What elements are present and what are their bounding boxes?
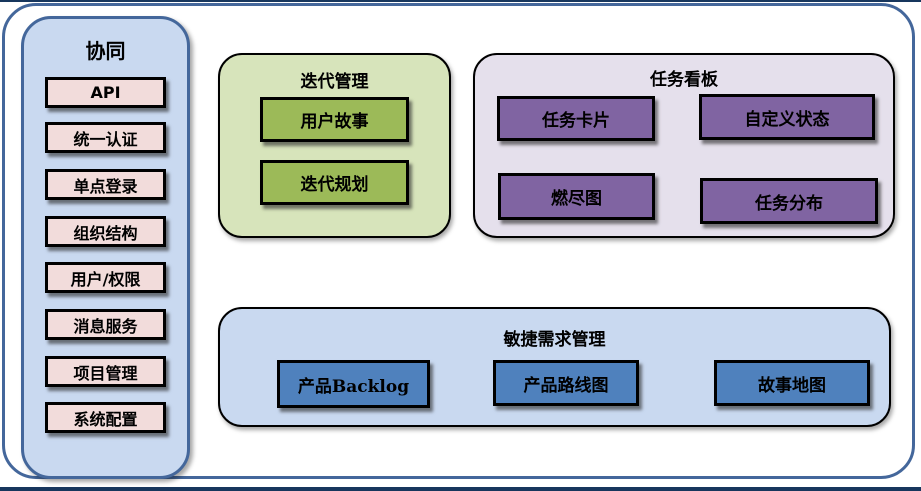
group-title-task-board: 任务看板: [650, 70, 718, 90]
group-iteration-management: 迭代管理 用户故事 迭代规划: [218, 53, 451, 238]
item-user-story: 用户故事: [260, 97, 409, 142]
sidebar-item-message-service: 消息服务: [45, 309, 166, 340]
sidebar-item-api: API: [45, 77, 166, 108]
sidebar-item-org-structure: 组织结构: [45, 216, 166, 247]
item-story-map: 故事地图: [714, 360, 870, 406]
group-title-iteration: 迭代管理: [300, 72, 369, 92]
sidebar-title: 协同: [85, 39, 126, 63]
top-edge-line: [0, 0, 921, 2]
group-task-board: 任务看板 任务卡片 自定义状态 燃尽图 任务分布: [473, 53, 895, 238]
group-agile-requirements: 敏捷需求管理 产品Backlog 产品路线图 故事地图: [218, 307, 891, 427]
item-burndown-chart: 燃尽图: [498, 173, 655, 220]
item-product-backlog: 产品Backlog: [277, 360, 430, 408]
sidebar-item-project-management: 项目管理: [45, 356, 166, 387]
sidebar-item-unified-auth: 统一认证: [45, 122, 166, 153]
group-title-agile-requirements: 敏捷需求管理: [503, 330, 606, 350]
item-custom-status: 自定义状态: [699, 94, 875, 140]
item-iteration-planning: 迭代规划: [260, 160, 409, 205]
sidebar-item-system-config: 系统配置: [45, 402, 166, 433]
sidebar-collaboration-group: 协同 API 统一认证 单点登录 组织结构 用户/权限 消息服务 项目管理 系统…: [21, 16, 190, 479]
sidebar-item-users-permissions: 用户/权限: [45, 262, 166, 293]
item-task-distribution: 任务分布: [700, 178, 878, 224]
item-task-card: 任务卡片: [497, 96, 655, 141]
item-product-roadmap: 产品路线图: [493, 360, 639, 406]
outer-frame: 协同 API 统一认证 单点登录 组织结构 用户/权限 消息服务 项目管理 系统…: [2, 3, 915, 479]
sidebar-item-single-sign-on: 单点登录: [45, 169, 166, 200]
bottom-edge-line: [0, 487, 921, 491]
